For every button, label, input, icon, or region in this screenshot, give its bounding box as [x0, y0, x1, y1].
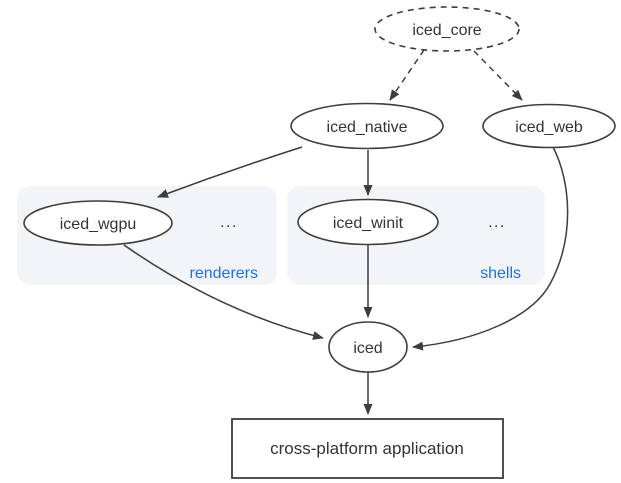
- iced-native-ellipse: [290, 102, 444, 150]
- application-rect: [231, 418, 504, 479]
- iced-web-label: iced_web: [515, 119, 583, 136]
- node-iced-winit: iced_winit: [297, 198, 439, 246]
- iced-wgpu-label: iced_wgpu: [60, 216, 137, 233]
- edge-iced-core-to-iced-native: [389, 49, 425, 101]
- edge-iced-wgpu-to-iced: [123, 244, 324, 340]
- node-iced-core: iced_core: [374, 6, 520, 52]
- edge-iced-native-to-iced-wgpu: [157, 146, 303, 198]
- edge-iced-web-to-iced: [412, 146, 569, 351]
- iced-winit-ellipse: [297, 198, 439, 246]
- renderers-group-label: renderers: [190, 265, 258, 282]
- iced-label: iced: [353, 340, 382, 357]
- iced-core-label: iced_core: [412, 22, 481, 39]
- iced-ellipse: [328, 321, 408, 373]
- shells-ellipsis: ...: [488, 214, 506, 231]
- node-iced-web: iced_web: [482, 103, 616, 149]
- shells-group-label: shells: [480, 265, 521, 282]
- renderers-ellipsis: ...: [220, 214, 238, 231]
- edge-iced-core-to-iced-web: [473, 50, 523, 101]
- node-iced-wgpu: iced_wgpu: [23, 200, 173, 246]
- node-iced: iced: [328, 321, 408, 373]
- node-application: cross-platform application: [231, 418, 504, 479]
- iced-web-ellipse: [482, 103, 616, 149]
- iced-wgpu-ellipse: [23, 200, 173, 246]
- node-iced-native: iced_native: [290, 102, 444, 150]
- iced-winit-label: iced_winit: [333, 215, 404, 232]
- application-label: cross-platform application: [270, 439, 464, 458]
- iced-native-label: iced_native: [327, 119, 408, 136]
- iced-core-ellipse: [374, 6, 520, 52]
